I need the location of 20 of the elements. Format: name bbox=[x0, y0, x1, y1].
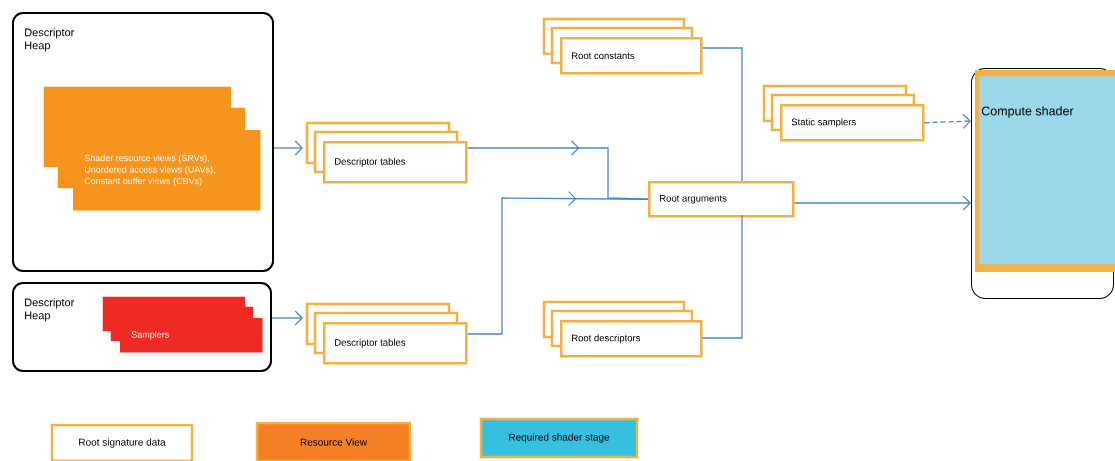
connector bbox=[273, 140, 303, 156]
root-argument-box: Root arguments bbox=[648, 181, 795, 218]
descriptor-table-stack: Descriptor tables bbox=[305, 121, 468, 184]
resource-view-stack: Shader resource views (SRVs), Unordered access views (UAVs), Constant buffer views (CBVs) bbox=[43, 86, 261, 211]
legend-item: Resource View bbox=[255, 421, 412, 461]
descriptor-table-stack: Descriptor tables bbox=[305, 302, 468, 365]
connector bbox=[923, 113, 971, 129]
connector bbox=[271, 310, 303, 326]
legend-item: Root signature data bbox=[50, 423, 194, 461]
connector bbox=[466, 190, 649, 335]
connector bbox=[793, 195, 971, 211]
sampler-stack: Samplers bbox=[102, 296, 263, 353]
connector bbox=[701, 214, 743, 339]
root-constant-stack: Root constants bbox=[542, 17, 703, 75]
root-descriptor-stack: Root descriptors bbox=[542, 300, 703, 358]
legend-item: Required shader stage bbox=[479, 417, 639, 459]
connector bbox=[701, 47, 743, 182]
compute-shader-box: Compute shader bbox=[975, 70, 1115, 272]
node-label: Unordered access views (UAVs), Constant buffer views (CBVs) bbox=[84, 166, 215, 186]
static-sampler-stack: Static samplers bbox=[762, 84, 925, 142]
